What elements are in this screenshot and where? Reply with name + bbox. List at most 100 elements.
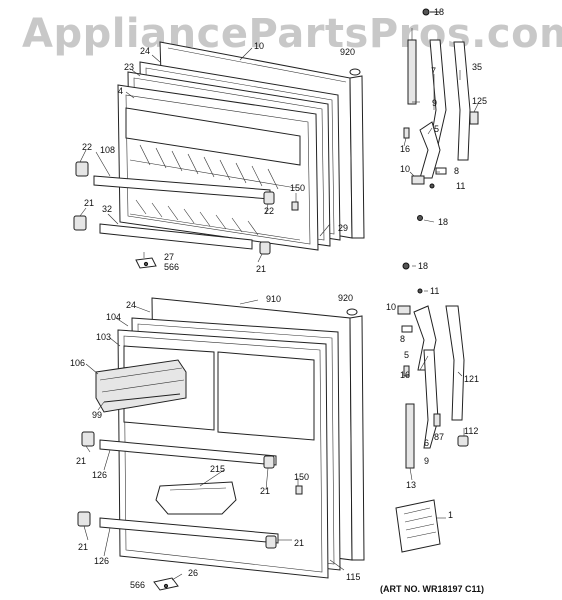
label-21-lower-c: 21 — [260, 486, 270, 496]
label-125: 125 — [472, 96, 487, 106]
label-18-lower: 18 — [418, 261, 428, 271]
plug-920-upper — [349, 68, 361, 76]
label-126: 126 — [92, 470, 107, 480]
shelf-clip-21-lower-b — [77, 511, 91, 527]
label-22: 22 — [82, 142, 92, 152]
label-21-lower-d: 21 — [294, 538, 304, 548]
hinge-shim-9 — [407, 39, 417, 105]
part-112 — [457, 435, 469, 447]
label-121: 121 — [464, 374, 479, 384]
fresh-food-door-edge — [349, 315, 365, 561]
label-108: 108 — [100, 145, 115, 155]
label-27: 27 — [164, 252, 174, 262]
label-5-lower: 5 — [404, 350, 409, 360]
shelf-clip-22-right — [263, 191, 275, 205]
label-10-lower: 10 — [386, 302, 396, 312]
label-10-hinge: 10 — [400, 164, 410, 174]
art-number: (ART NO. WR18197 C11) — [380, 584, 484, 594]
label-6: 6 — [424, 438, 429, 448]
label-21-lower-a: 21 — [76, 456, 86, 466]
shelf-clip-21-left — [73, 215, 87, 231]
label-29: 29 — [338, 223, 348, 233]
label-126-lower: 126 — [94, 556, 109, 566]
label-23: 23 — [124, 62, 134, 72]
label-13: 13 — [406, 480, 416, 490]
part-150-lower — [295, 485, 303, 495]
label-566: 566 — [164, 262, 179, 272]
label-106: 106 — [70, 358, 85, 368]
label-910: 910 — [266, 294, 281, 304]
hinge-10-lower — [397, 305, 411, 315]
label-566-lower: 566 — [130, 580, 145, 590]
label-22-right: 22 — [264, 206, 274, 216]
screw-11-upper — [429, 183, 435, 189]
upper-hinge-parts — [403, 8, 479, 221]
hinge-bracket-5-upper — [419, 121, 441, 179]
part-87 — [433, 413, 441, 427]
label-11: 11 — [456, 181, 465, 191]
freezer-door-lower-bin-ribs — [129, 199, 301, 241]
watermark-logo: AppliancePartsPros.com — [22, 11, 562, 57]
shelf-clip-21-lower-a — [81, 431, 95, 447]
label-87: 87 — [434, 432, 444, 442]
shelf-clip-21-lower-d — [265, 535, 277, 549]
washer-8-lower — [401, 325, 413, 333]
freezer-door-upper-bin — [125, 107, 301, 166]
callout-labels: 18 10 920 24 23 7 35 4 9 125 5 22 108 16… — [70, 7, 487, 594]
handle-121 — [445, 305, 465, 421]
label-10: 10 — [254, 41, 264, 51]
label-21: 21 — [84, 198, 94, 208]
label-16-lower: 16 — [400, 370, 410, 380]
plug-920-lower — [346, 308, 358, 316]
label-7: 7 — [431, 66, 436, 76]
pin-16-lower — [403, 365, 410, 377]
label-18: 18 — [434, 7, 444, 17]
fresh-food-upper-right-bin — [217, 351, 315, 441]
screw-11-lower — [417, 288, 423, 294]
label-32: 32 — [102, 204, 112, 214]
door-bin-215 — [155, 481, 237, 515]
label-9-lower: 9 — [424, 456, 429, 466]
fresh-food-door-assembly — [77, 297, 365, 591]
label-8-lower: 8 — [400, 334, 405, 344]
label-35: 35 — [472, 62, 482, 72]
label-1: 1 — [448, 510, 453, 520]
freezer-door-liner — [117, 84, 319, 251]
instruction-booklet-1 — [395, 499, 441, 553]
label-112: 112 — [464, 426, 478, 436]
label-150: 150 — [290, 183, 305, 193]
label-104: 104 — [106, 312, 121, 322]
label-21-lower-b: 21 — [78, 542, 88, 552]
label-21-upper-right: 21 — [256, 264, 266, 274]
freezer-door-assembly — [73, 41, 365, 269]
screw-18-mid — [417, 215, 423, 221]
label-18-mid: 18 — [438, 217, 448, 227]
washer-8-upper — [435, 167, 447, 175]
screw-18-lower — [402, 262, 410, 270]
label-11-lower: 11 — [430, 286, 439, 296]
screw-18-top — [422, 8, 430, 16]
label-5: 5 — [434, 124, 439, 134]
hinge-10-upper — [411, 175, 425, 185]
label-99: 99 — [92, 410, 102, 420]
fresh-food-shelf-bar-upper — [99, 439, 277, 466]
freezer-shelf-bar-32 — [99, 223, 253, 250]
label-920-lower: 920 — [338, 293, 353, 303]
label-103: 103 — [96, 332, 111, 342]
label-8: 8 — [454, 166, 459, 176]
freezer-door-edge — [349, 75, 365, 239]
label-4: 4 — [118, 86, 123, 96]
freezer-door-upper-bin-ribs — [129, 144, 297, 190]
label-26: 26 — [188, 568, 198, 578]
pin-16-upper — [403, 127, 410, 139]
shelf-clip-21-lower-c — [263, 455, 275, 469]
label-24-lower: 24 — [126, 300, 136, 310]
label-16: 16 — [400, 144, 410, 154]
label-920: 920 — [340, 47, 355, 57]
lower-hinge-parts — [395, 262, 469, 553]
fresh-food-shelf-bar-lower — [99, 517, 279, 544]
leader-lines — [79, 28, 479, 581]
label-24: 24 — [140, 46, 150, 56]
